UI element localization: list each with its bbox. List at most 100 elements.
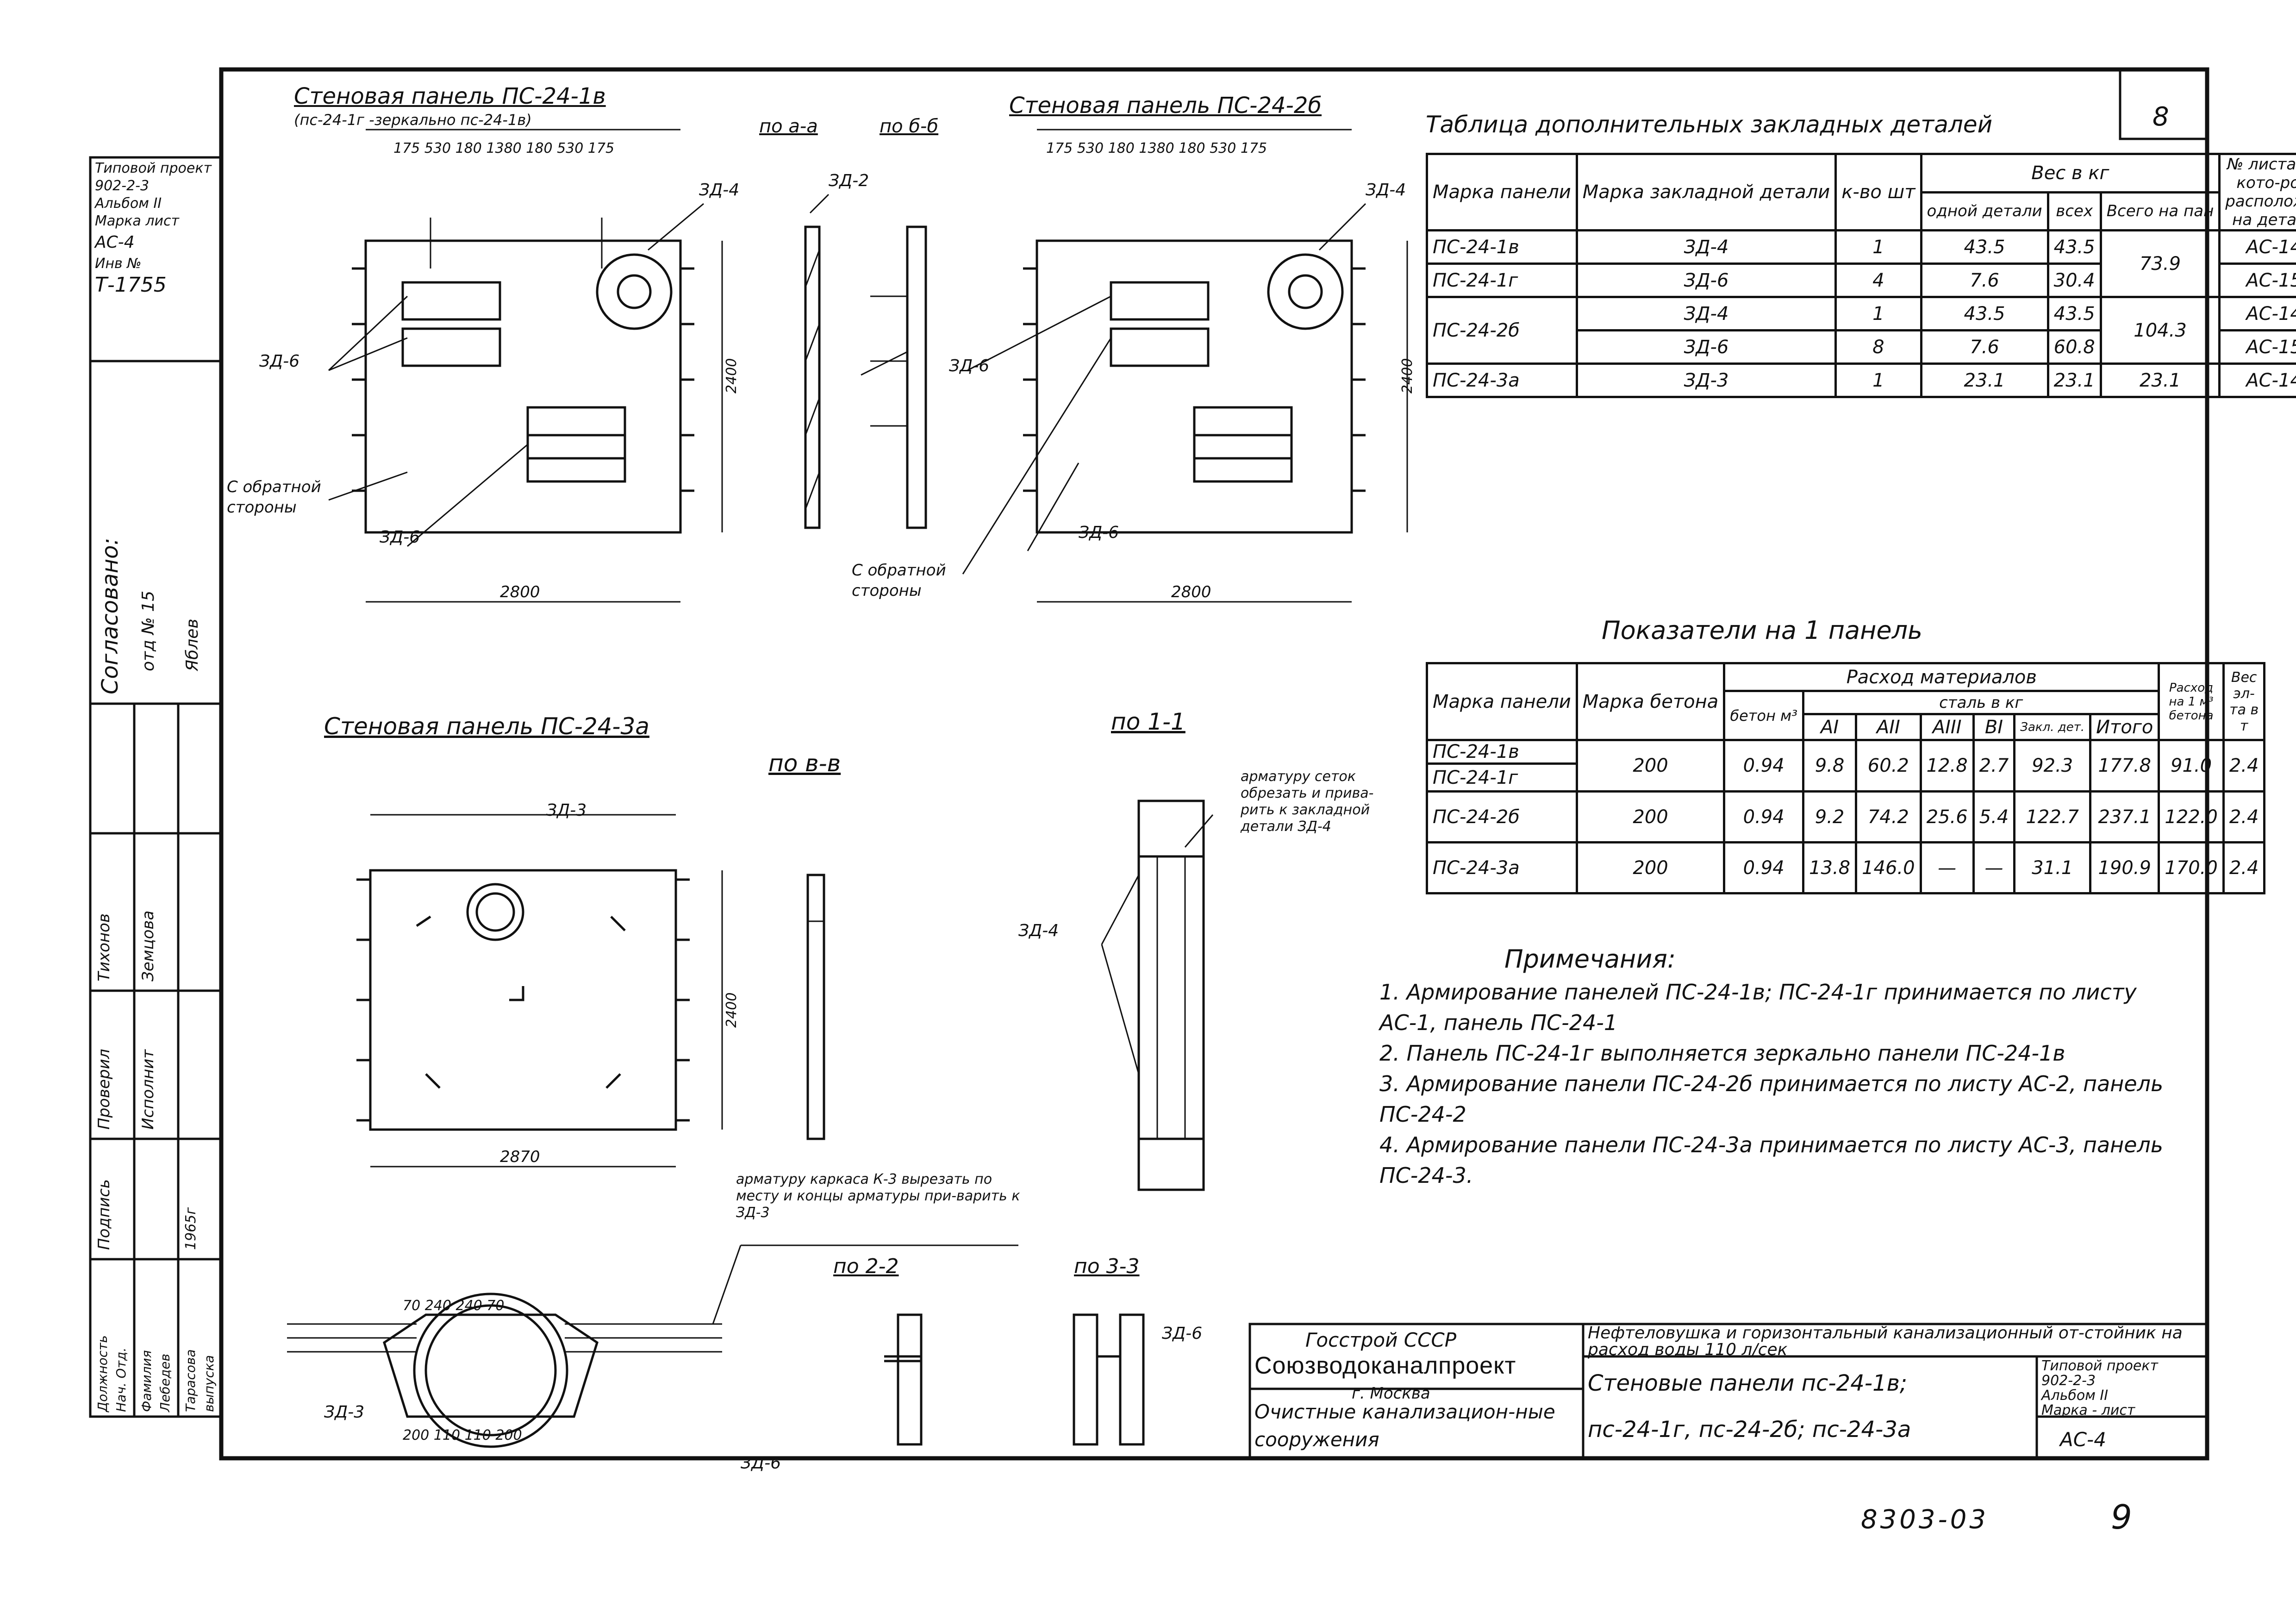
cell: 1 — [1834, 296, 1922, 331]
panel-2-outline — [1036, 239, 1353, 534]
cell: 2.4 — [2222, 739, 2266, 793]
table-indicators: Марка панели Марка бетона Расход материа… — [1426, 662, 2266, 894]
table1-title: Таблица дополнительных закладных деталей — [1426, 111, 1993, 138]
cell: ПС-24-1в — [1426, 229, 1578, 265]
left-strip-project: Типовой проект 902-2-3 Альбом II Марка л… — [95, 160, 220, 295]
left-sign-label: Подпись — [95, 1179, 113, 1250]
t1-h-kvo: к-во шт — [1834, 153, 1922, 231]
t1-h-odn: одной детали — [1920, 191, 2049, 231]
cell: ПС-24-3а — [1426, 841, 1578, 894]
cell: ЗД-6 — [1575, 329, 1837, 365]
label-zd4-2: ЗД-4 — [1366, 181, 1406, 200]
stamp-org3: г. Москва — [1352, 1384, 1430, 1403]
note-item: 2. Панель ПС-24-1г выполняется зеркально… — [1379, 1041, 2065, 1066]
title-block — [1248, 1323, 2209, 1460]
table-row: ПС-24-3а 200 0.94 13.8 146.0 — — 31.1 19… — [1426, 841, 2266, 894]
panel-1-outline — [364, 239, 682, 534]
cell: АС-14 — [2218, 229, 2296, 265]
label-zd4-1: ЗД-4 — [699, 181, 740, 200]
cell: 122.0 — [2158, 790, 2225, 843]
dim-text: 2400 — [1399, 358, 1416, 394]
dim-text: 2400 — [724, 993, 740, 1028]
left-role-1: Нач. Отд. — [113, 1347, 129, 1412]
label-zd4-3: ЗД-4 — [1018, 921, 1059, 940]
cell: АС-14 — [2218, 362, 2296, 398]
left-album: Альбом II — [95, 195, 162, 212]
left-name-0: Фамилия — [139, 1350, 154, 1412]
cell: 31.1 — [2013, 841, 2092, 894]
left-marka-label: Марка лист — [95, 213, 179, 229]
cell: 2.4 — [2222, 790, 2266, 843]
table-row: ПС-24-1в 200 0.94 9.8 60.2 12.8 2.7 92.3… — [1426, 739, 2266, 793]
cell: 177.8 — [2089, 739, 2160, 793]
cell: 122.7 — [2013, 790, 2092, 843]
left-inv-label: Инв № — [95, 256, 142, 272]
t2-h-marka-bet: Марка бетона — [1575, 662, 1726, 741]
cell: 8 — [1834, 329, 1922, 365]
t1-h-vsego: Всего на пан — [2099, 191, 2221, 231]
cell: АС-14 — [2218, 296, 2296, 331]
panel-2-pipe-outer — [1267, 253, 1344, 330]
t2-h-ves: Вес эл-та в т — [2222, 662, 2266, 741]
cell: 170.0 — [2158, 841, 2225, 894]
section-11-title: по 1-1 — [1111, 708, 1185, 735]
table-row: ПС-24-2б ЗД-4 1 43.5 43.5 104.3 АС-14 — [1426, 296, 2296, 365]
cell: 23.1 — [1920, 362, 2049, 398]
left-name-1: Лебедев — [157, 1354, 173, 1412]
left-checked-label: Проверил — [95, 1049, 113, 1130]
note-k3: арматуру каркаса К-3 вырезать по месту и… — [736, 1171, 1020, 1221]
stamp-section: Очистные канализацион-ные сооружения — [1254, 1400, 1555, 1451]
t2-h-rashod-m3: Расход на 1 м³ бетона — [2158, 662, 2225, 741]
stamp-album: Альбом II — [2041, 1387, 2109, 1404]
cell: 73.9 — [2099, 229, 2221, 298]
left-role-0: Должность — [95, 1335, 110, 1412]
cell: 0.94 — [1723, 739, 1805, 793]
cell: 200 — [1575, 790, 1726, 843]
table-row: ПС-24-1г — [1426, 762, 2265, 793]
t2-h-col: Итого — [2089, 713, 2160, 741]
cell: 43.5 — [1920, 229, 2049, 265]
left-proj-no: 902-2-3 — [95, 178, 150, 194]
t2-h-rashod: Расход материалов — [1723, 662, 2160, 692]
label-zd3-1: ЗД-3 — [546, 801, 587, 820]
t2-h-col: Закл. дет. — [2013, 713, 2092, 741]
label-zd6-2: ЗД-6 — [380, 528, 420, 547]
cell: ЗД-4 — [1575, 296, 1837, 331]
t1-h-ves: Вес в кг — [1920, 153, 2221, 194]
section-2-2 — [884, 1313, 923, 1446]
cell: 1 — [1834, 229, 1922, 265]
cell: 60.8 — [2046, 329, 2102, 365]
cell: АС-15 — [2218, 329, 2296, 365]
cell: 0.94 — [1723, 790, 1805, 843]
cell: ПС-24-2б — [1426, 790, 1578, 843]
t2-h-col: AIII — [1919, 713, 1975, 741]
page-number: 9 — [2111, 1498, 2132, 1537]
sheet-number: 8 — [2152, 102, 2169, 132]
cell: ЗД-4 — [1575, 229, 1837, 265]
stamp-marka: АС-4 — [2060, 1428, 2106, 1451]
table-row: ПС-24-3а ЗД-3 1 23.1 23.1 23.1 АС-14 — [1426, 362, 2296, 398]
label-zd2: ЗД-2 — [829, 171, 869, 190]
cell: ЗД-3 — [1575, 362, 1837, 398]
section-vv — [806, 874, 825, 1140]
cell: ПС-24-3а — [1426, 362, 1578, 398]
section-1-1 — [1101, 800, 1214, 1191]
cell: 146.0 — [1855, 841, 1922, 894]
stamp-title-1: Стеновые панели пс-24-1в; — [1588, 1370, 1908, 1396]
cell: 104.3 — [2099, 296, 2221, 365]
cell: 74.2 — [1855, 790, 1922, 843]
dim-text: 2870 — [500, 1148, 540, 1166]
note-item: 3. Армирование панели ПС-24-2б принимает… — [1379, 1071, 2164, 1127]
stamp-org1: Госстрой СССР — [1305, 1329, 1457, 1351]
note-item: 1. Армирование панелей ПС-24-1в; ПС-24-1… — [1379, 980, 2137, 1035]
table-row: ЗД-6 8 7.6 60.8 АС-15 — [1427, 329, 2296, 365]
label-reverse-line1: С обратной — [227, 478, 321, 496]
cell: 9.8 — [1802, 739, 1858, 793]
t2-h-col: AII — [1855, 713, 1922, 741]
cell: — — [1972, 841, 2016, 894]
panel-1-subtitle: (пс-24-1г -зеркально пс-24-1в) — [294, 111, 532, 129]
stamp-org2: Союзводоканалпроект — [1254, 1352, 1516, 1379]
cell: 2.7 — [1972, 739, 2016, 793]
label-reverse-line2: стороны — [227, 498, 297, 517]
